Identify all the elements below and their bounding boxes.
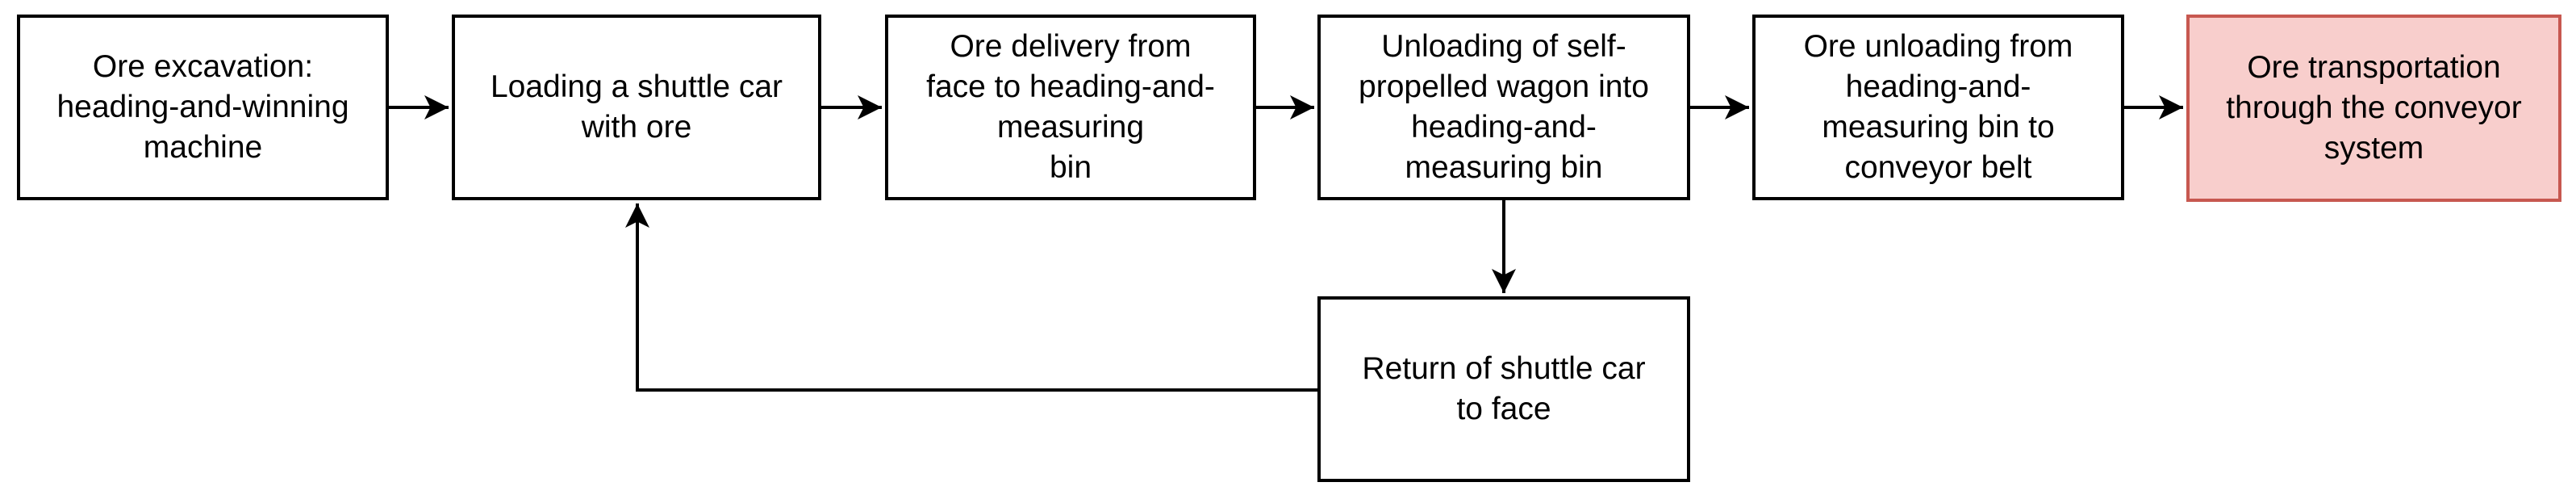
node-bin-to-conveyor-unloading-label: Ore unloading from heading-and- measurin… — [1803, 29, 2073, 185]
node-wagon-unloading-to-bin: Unloading of self- propelled wagon into … — [1317, 15, 1690, 200]
node-loading-shuttle-car-label: Loading a shuttle car with ore — [490, 69, 783, 145]
node-ore-delivery-to-bin-label: Ore delivery from face to heading-and- m… — [926, 29, 1215, 185]
node-ore-excavation-label: Ore excavation: heading-and-winning mach… — [56, 49, 349, 165]
node-loading-shuttle-car: Loading a shuttle car with ore — [452, 15, 821, 200]
node-ore-delivery-to-bin: Ore delivery from face to heading-and- m… — [885, 15, 1256, 200]
node-bin-to-conveyor-unloading: Ore unloading from heading-and- measurin… — [1752, 15, 2124, 200]
node-conveyor-transportation-label: Ore transportation through the conveyor … — [2226, 50, 2522, 166]
node-conveyor-transportation: Ore transportation through the conveyor … — [2186, 15, 2561, 202]
node-wagon-unloading-to-bin-label: Unloading of self- propelled wagon into … — [1359, 29, 1649, 185]
node-shuttle-car-return: Return of shuttle car to face — [1317, 296, 1690, 482]
edge-return-to-loading-arrow — [625, 203, 1317, 392]
node-ore-excavation: Ore excavation: heading-and-winning mach… — [17, 15, 389, 200]
node-shuttle-car-return-label: Return of shuttle car to face — [1362, 351, 1646, 426]
